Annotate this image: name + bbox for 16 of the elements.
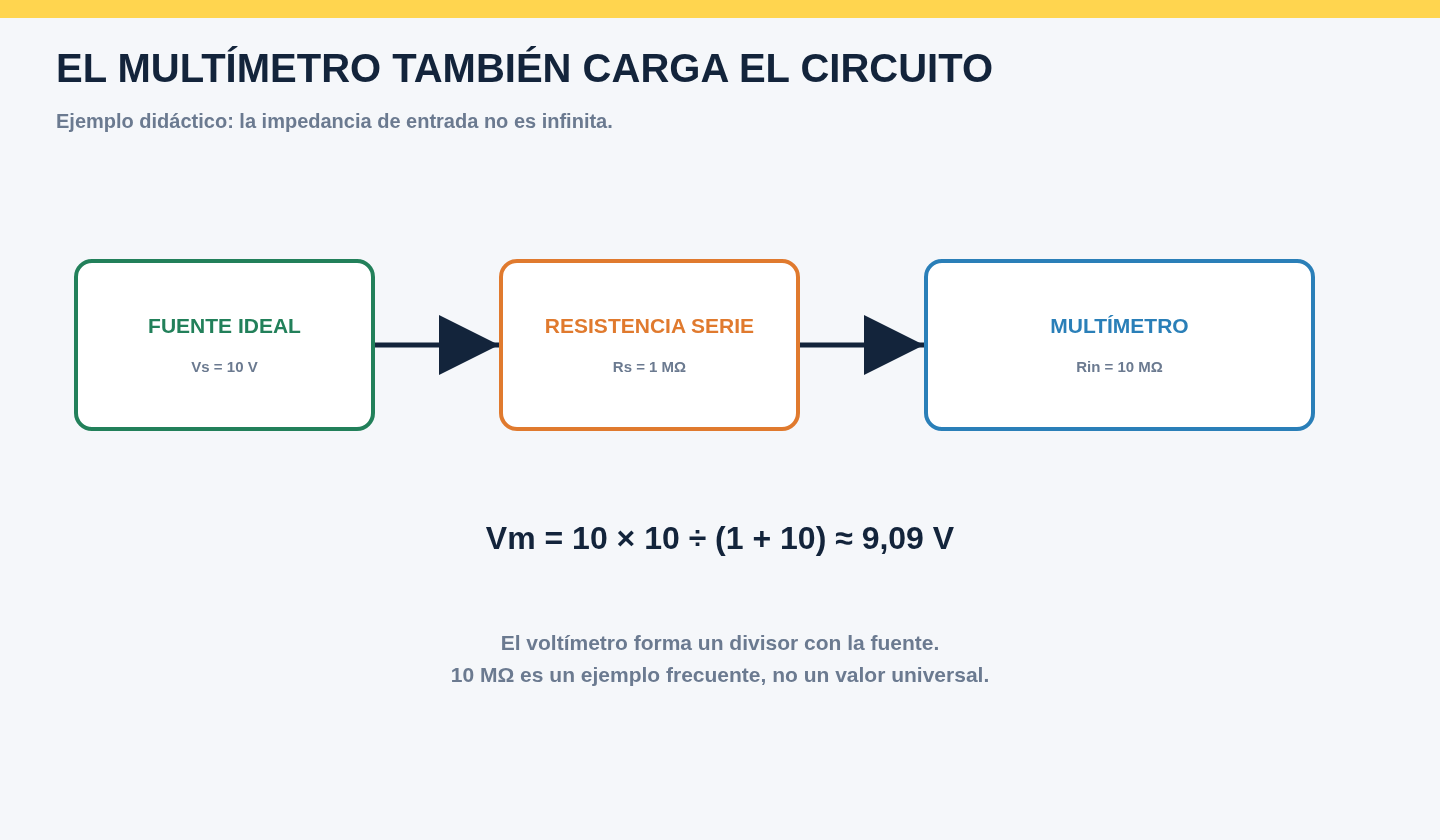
box-value: Vs = 10 V: [191, 357, 258, 377]
note-text: 10 MΩ es un ejemplo frecuente, no un valor universal.: [450, 662, 990, 688]
title: EL MULTÍMETRO TAMBIÉN CARGA EL CIRCUITO: [56, 45, 993, 92]
formula: Vm = 10 × 10 ÷ (1 + 10) ≈ 9,09 V: [485, 519, 955, 558]
box-title: FUENTE IDEAL: [148, 313, 301, 339]
component-box: [499, 259, 800, 431]
box-title: RESISTENCIA SERIE: [544, 313, 755, 339]
subtitle: Ejemplo didáctico: la impedancia de entrada no es infinita.: [56, 109, 613, 134]
component-box: [924, 259, 1315, 431]
note-text: El voltímetro forma un divisor con la fuente.: [500, 630, 940, 656]
component-box: [74, 259, 375, 431]
box-title: MULTÍMETRO: [1050, 313, 1189, 339]
arrow: [800, 315, 924, 375]
arrow: [375, 315, 499, 375]
box-value: Rin = 10 MΩ: [1076, 357, 1163, 377]
box-value: Rs = 1 MΩ: [612, 357, 687, 377]
